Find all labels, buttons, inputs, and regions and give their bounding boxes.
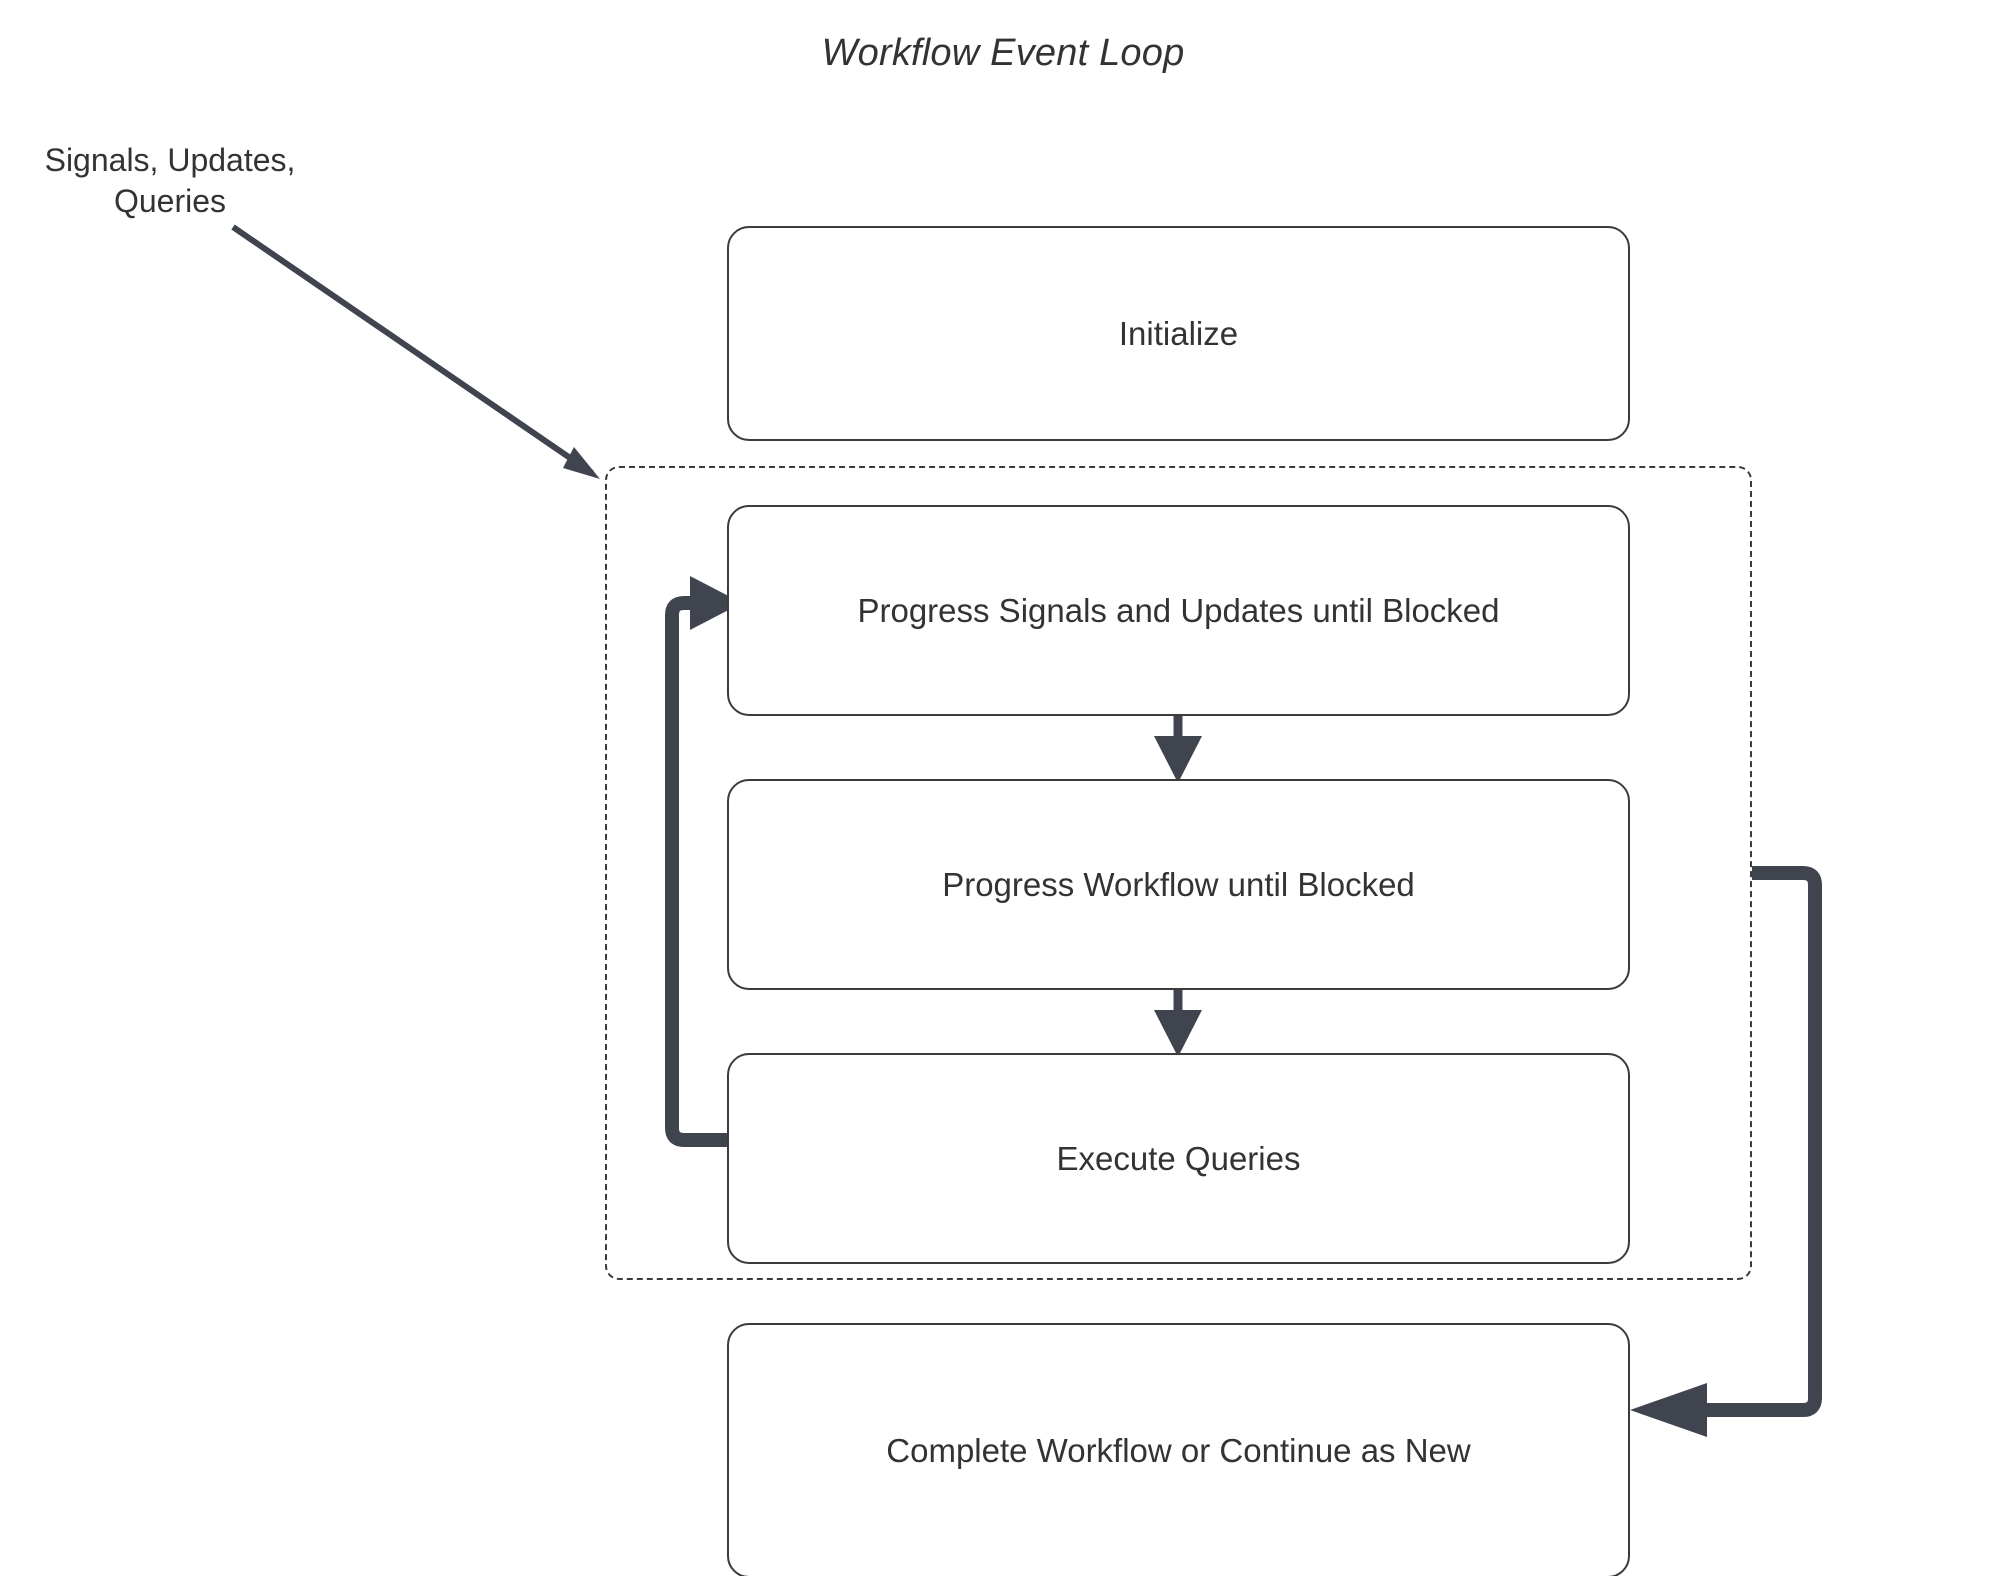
page-title: Workflow Event Loop	[821, 32, 1185, 74]
node-complete-workflow[interactable]: Complete Workflow or Continue as New	[727, 1323, 1630, 1576]
node-progress-workflow-label: Progress Workflow until Blocked	[942, 865, 1415, 903]
node-progress-workflow[interactable]: Progress Workflow until Blocked	[727, 779, 1630, 990]
node-complete-workflow-label: Complete Workflow or Continue as New	[886, 1431, 1471, 1469]
node-progress-signals-label: Progress Signals and Updates until Block…	[857, 591, 1500, 629]
node-progress-signals-and-updates[interactable]: Progress Signals and Updates until Block…	[727, 505, 1630, 716]
input-source-label: Signals, Updates, Queries	[44, 142, 296, 219]
event-loop-dashed-container	[605, 466, 1752, 1280]
node-execute-queries[interactable]: Execute Queries	[727, 1053, 1630, 1264]
node-initialize[interactable]: Initialize	[727, 226, 1630, 441]
node-execute-queries-label: Execute Queries	[1056, 1139, 1301, 1177]
edge-input-to-loop	[231, 224, 600, 479]
node-initialize-label: Initialize	[1118, 314, 1239, 352]
